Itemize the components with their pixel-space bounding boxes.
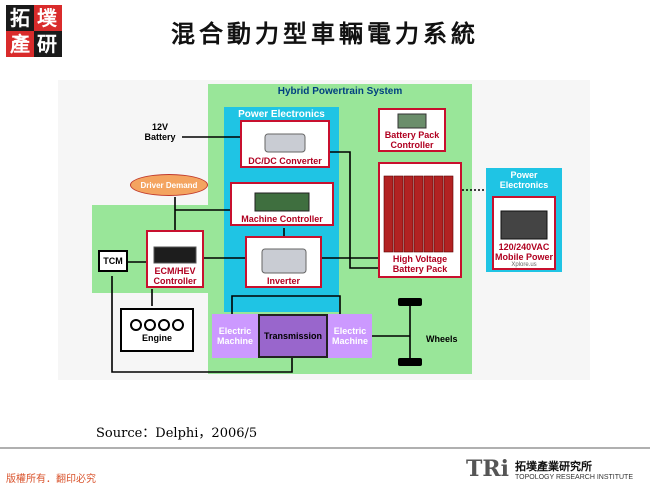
ecm-module-icon (153, 246, 197, 264)
wheels-label: Wheels (426, 334, 458, 344)
machine-controller-box: Machine Controller (230, 182, 334, 226)
transmission-label: Transmission (263, 331, 323, 341)
ecm-hev-controller-box: ECM/HEV Controller (146, 230, 204, 288)
engine-box: Engine (120, 308, 194, 352)
driver-demand-label: Driver Demand (140, 180, 198, 190)
electric-machine-left-box: Electric Machine (212, 314, 258, 358)
slide-title: 混合動力型車輛電力系統 (171, 19, 479, 48)
copyright-notice: 版權所有．翻印必究 (6, 474, 96, 485)
driver-demand-bubble: Driver Demand (130, 174, 208, 196)
dcdc-to-battery-line (320, 151, 380, 269)
engine-cylinders-icon (130, 319, 184, 331)
machine-controller-label: Machine Controller (241, 214, 323, 224)
wheel-top-icon (398, 298, 422, 306)
wheel-bottom-icon (398, 358, 422, 366)
org-name-en: TOPOLOGY RESEARCH INSTITUTE (515, 473, 634, 481)
logo-char-2: 墣 (37, 6, 57, 30)
battery-12v-label: 12V Battery (144, 122, 176, 142)
battery-cells-icon (383, 175, 454, 253)
controller-board-icon (397, 113, 427, 129)
hv-battery-label: High Voltage Battery Pack (392, 254, 448, 274)
mobile-power-label: 120/240VAC Mobile Power (494, 242, 553, 262)
mobile-power-small-label: Xplore.us (511, 262, 537, 268)
company-logo: 拓 墣 產 研 (6, 5, 62, 57)
org-logo: TRi 拓墣產業研究所 TOPOLOGY RESEARCH INSTITUTE (466, 456, 633, 482)
org-name-zh: 拓墣產業研究所 (515, 460, 593, 473)
external-power-electronics-label: Power Electronics (499, 170, 549, 190)
battery-pack-controller-label: Battery Pack Controller (384, 130, 440, 150)
hv-battery-pack-box: High Voltage Battery Pack (378, 162, 462, 278)
inverter-module-icon (261, 248, 306, 274)
electric-machine-left-label: Electric Machine (216, 326, 253, 346)
tcm-label: TCM (103, 256, 123, 266)
inverter-to-machines-line (231, 295, 341, 314)
org-mark: TRi (466, 456, 510, 482)
tcm-box: TCM (98, 250, 128, 272)
dcdc-converter-box: DC/DC Converter (240, 120, 330, 168)
circuit-board-icon (254, 192, 310, 212)
logo-char-3: 產 (10, 32, 30, 56)
ecm-hev-label: ECM/HEV Controller (153, 266, 197, 286)
dcdc-label: DC/DC Converter (248, 156, 322, 166)
electric-machine-right-box: Electric Machine (328, 314, 372, 358)
tcm-to-transmission-line (111, 276, 293, 373)
logo-char-1: 拓 (10, 6, 30, 30)
mobile-power-unit-icon (500, 210, 548, 240)
mobile-power-box: 120/240VAC Mobile Power Xplore.us (492, 196, 556, 270)
electric-machine-right-label: Electric Machine (331, 326, 368, 346)
system-title: Hybrid Powertrain System (277, 86, 403, 97)
power-electronics-label: Power Electronics (238, 109, 325, 120)
inverter-label: Inverter (266, 276, 301, 286)
inverter-box: Inverter (245, 236, 322, 288)
footer-divider (0, 447, 650, 449)
battery-pack-controller-box: Battery Pack Controller (378, 108, 446, 152)
source-citation: Source：Delphi，2006/5 (96, 426, 258, 441)
engine-label: Engine (141, 333, 172, 343)
logo-char-4: 研 (37, 32, 57, 56)
logo-mark (6, 5, 62, 57)
dcdc-module-icon (264, 133, 306, 153)
transmission-box: Transmission (258, 314, 328, 358)
